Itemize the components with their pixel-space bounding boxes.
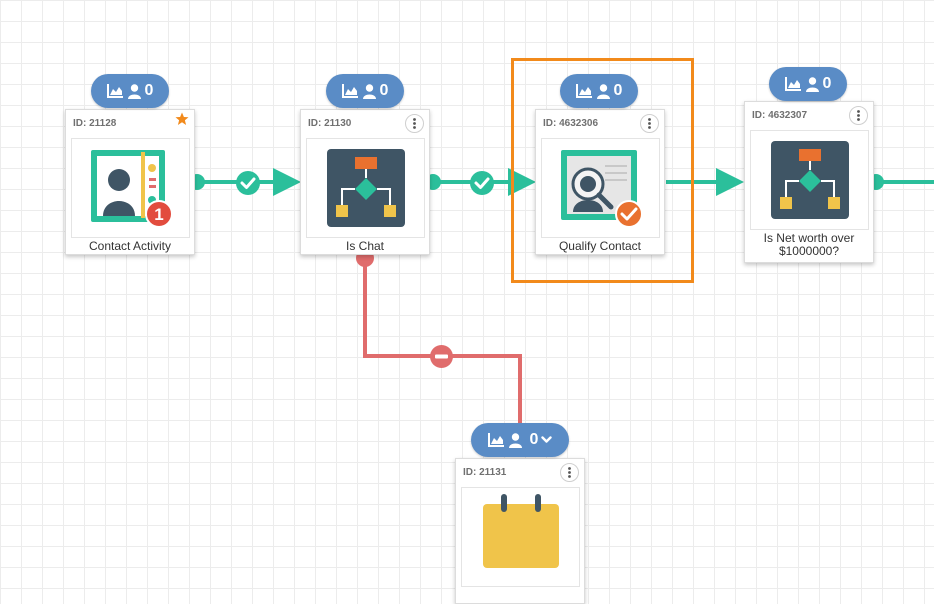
node-stats-badge[interactable]: 0 — [471, 423, 569, 457]
connector-arrowhead-1 — [273, 168, 301, 196]
search-contact-icon — [560, 150, 643, 228]
node-stats-badge[interactable]: 0 — [326, 74, 404, 108]
workflow-node-contact-activity[interactable]: ID: 21128 1 Contact Activity — [65, 109, 195, 255]
calendar-icon — [482, 494, 559, 568]
node-id: ID: 4632307 — [752, 110, 808, 121]
node-label: Qualify Contact — [558, 239, 642, 253]
workflow-node-next-step[interactable]: ID: 21131 — [455, 458, 585, 604]
more-options-icon[interactable] — [849, 106, 868, 125]
decision-flowchart-icon — [326, 149, 405, 227]
notification-count: 1 — [154, 205, 163, 224]
node-id: ID: 21128 — [73, 118, 117, 129]
node-label: Is Net worth over $1000000? — [763, 231, 855, 258]
user-icon — [596, 83, 610, 99]
node-label: Is Chat — [345, 239, 384, 253]
area-chart-icon — [784, 77, 802, 91]
node-image — [541, 138, 660, 238]
workflow-node-is-chat[interactable]: ID: 21130 Is Chat — [300, 109, 430, 255]
node-id: ID: 21130 — [308, 118, 352, 129]
star-icon — [175, 112, 189, 131]
workflow-node-qualify-contact[interactable]: ID: 4632306 Qualify Contact — [535, 109, 665, 255]
minus-icon — [430, 345, 453, 368]
yes-connector-marker[interactable] — [235, 170, 261, 201]
node-id: ID: 21131 — [463, 467, 507, 478]
user-icon — [508, 432, 522, 448]
user-icon — [362, 83, 376, 99]
node-stats-badge[interactable]: 0 — [560, 74, 638, 108]
no-connector-marker[interactable] — [429, 344, 454, 374]
more-options-icon[interactable] — [560, 463, 579, 482]
node-image — [461, 487, 580, 587]
workflow-node-is-net-worth[interactable]: ID: 4632307 Is Net worth over $1000000? — [744, 101, 874, 263]
area-chart-icon — [575, 84, 593, 98]
node-image — [306, 138, 425, 238]
node-label: Contact Activity — [88, 239, 172, 253]
stats-count: 0 — [379, 82, 389, 99]
decision-flowchart-icon — [770, 141, 849, 219]
stats-count: 0 — [144, 82, 154, 99]
connector-arrowhead-2 — [508, 168, 536, 196]
chevron-down-icon[interactable] — [541, 436, 553, 444]
node-image: 1 — [71, 138, 190, 238]
area-chart-icon — [106, 84, 124, 98]
contact-card-icon: 1 — [90, 150, 173, 228]
connector-arrowhead-3 — [716, 168, 744, 196]
stats-count: 0 — [613, 82, 623, 99]
area-chart-icon — [487, 433, 505, 447]
check-icon — [470, 171, 494, 195]
more-options-icon[interactable] — [405, 114, 424, 133]
node-id: ID: 4632306 — [543, 118, 599, 129]
more-options-icon[interactable] — [640, 114, 659, 133]
check-icon — [236, 171, 260, 195]
node-image — [750, 130, 869, 230]
stats-count: 0 — [822, 75, 832, 92]
stats-count: 0 — [529, 431, 539, 448]
area-chart-icon — [341, 84, 359, 98]
user-icon — [127, 83, 141, 99]
yes-connector-marker[interactable] — [469, 170, 495, 201]
node-stats-badge[interactable]: 0 — [769, 67, 847, 101]
connector-line-no — [363, 258, 522, 427]
node-stats-badge[interactable]: 0 — [91, 74, 169, 108]
user-icon — [805, 76, 819, 92]
